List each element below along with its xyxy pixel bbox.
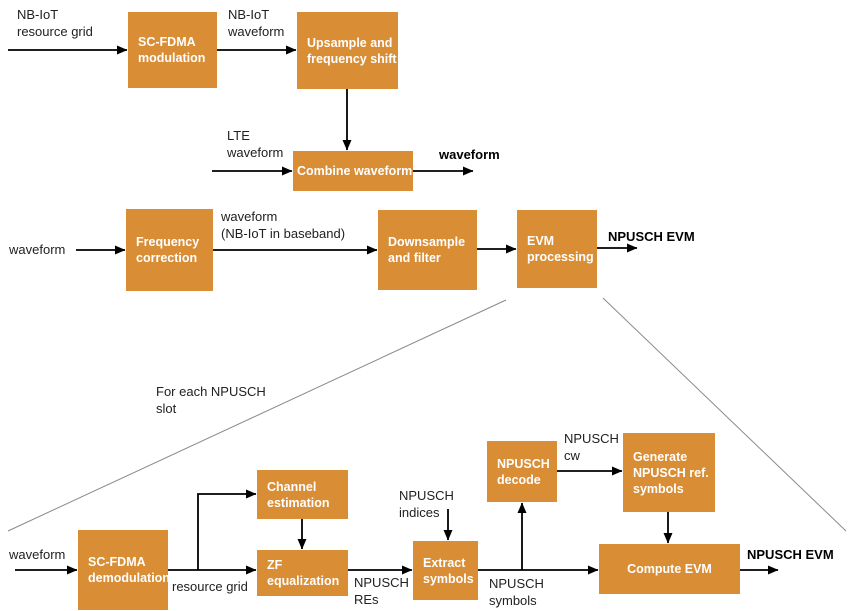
label-waveform-nbiot-baseband: waveform (NB-IoT in baseband) [221, 209, 346, 241]
label-for-each-npusch-slot: For each NPUSCH slot [156, 384, 266, 416]
block-sc-fdma-demodulation: SC-FDMA demodulation [78, 530, 170, 610]
label-npusch-indices: NPUSCH indices [399, 488, 454, 520]
label-waveform-input-bottom: waveform [9, 547, 66, 562]
block-upsample-frequency-shift: Upsample and frequency shift [297, 12, 398, 89]
block-compute-evm: Compute EVM [599, 544, 740, 594]
label-resource-grid: resource grid [172, 579, 248, 594]
label-npusch-symbols: NPUSCH symbols [489, 576, 544, 608]
block-evm-processing: EVM processing [517, 210, 597, 288]
block-downsample-and-filter: Downsample and filter [378, 210, 477, 290]
block-npusch-decode: NPUSCH decode [487, 441, 557, 502]
block-sc-fdma-modulation: SC-FDMA modulation [128, 12, 217, 88]
arrow-branch-to-channel-estimation [197, 489, 257, 570]
block-zf-equalization: ZF equalization [257, 550, 348, 596]
block-combine-waveform: Combine waveform [293, 151, 413, 191]
block-channel-estimation: Channel estimation [257, 470, 348, 519]
label-lte-waveform: LTE waveform [227, 128, 284, 160]
label-nb-iot-resource-grid: NB-IoT resource grid [17, 7, 93, 39]
label-combined-waveform-output: waveform [439, 147, 500, 162]
label-npusch-cw: NPUSCH cw [564, 431, 619, 463]
label-npusch-res: NPUSCH REs [354, 575, 409, 607]
label-nb-iot-waveform: NB-IoT waveform [228, 7, 285, 39]
block-extract-symbols: Extract symbols [413, 541, 478, 600]
block-generate-npusch-ref-symbols: Generate NPUSCH ref. symbols [623, 433, 715, 512]
block-frequency-correction: Frequency correction [126, 209, 213, 291]
label-waveform-input-mid: waveform [9, 242, 66, 257]
expansion-line-right [602, 297, 847, 532]
expansion-line-left [7, 299, 507, 532]
label-npusch-evm-output-bottom: NPUSCH EVM [747, 547, 834, 562]
label-npusch-evm-output-mid: NPUSCH EVM [608, 229, 695, 244]
